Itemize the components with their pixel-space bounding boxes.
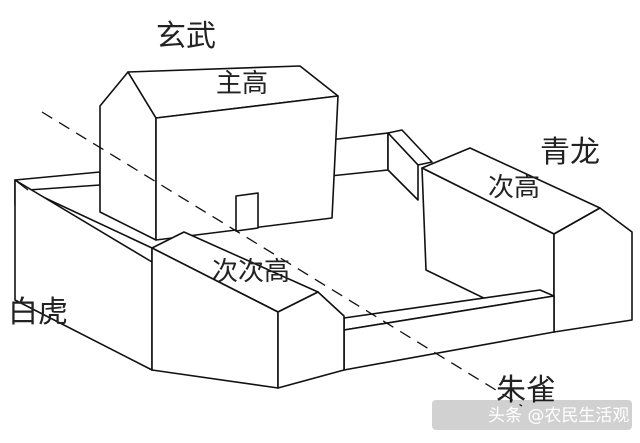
main-house-label: 主高	[216, 69, 268, 99]
south-direction-label: 朱雀	[496, 373, 556, 408]
watermark-text: 头条 @农民生活观	[488, 406, 629, 426]
north-direction-label: 玄武	[156, 19, 216, 54]
main-house-door	[235, 192, 259, 232]
east-side-house	[421, 147, 633, 333]
east-direction-label: 青龙	[540, 135, 600, 170]
watermark: 头条 @农民生活观	[432, 400, 632, 430]
central-axis-line	[41, 111, 523, 407]
west-wall	[14, 171, 153, 371]
west-side-house	[151, 231, 345, 389]
back-wall	[329, 129, 433, 201]
east-house-label: 次高	[488, 173, 540, 203]
south-wall	[343, 289, 555, 371]
main-house	[99, 65, 339, 241]
west-house-label: 次次高	[212, 257, 290, 287]
west-direction-label: 白虎	[8, 295, 68, 330]
